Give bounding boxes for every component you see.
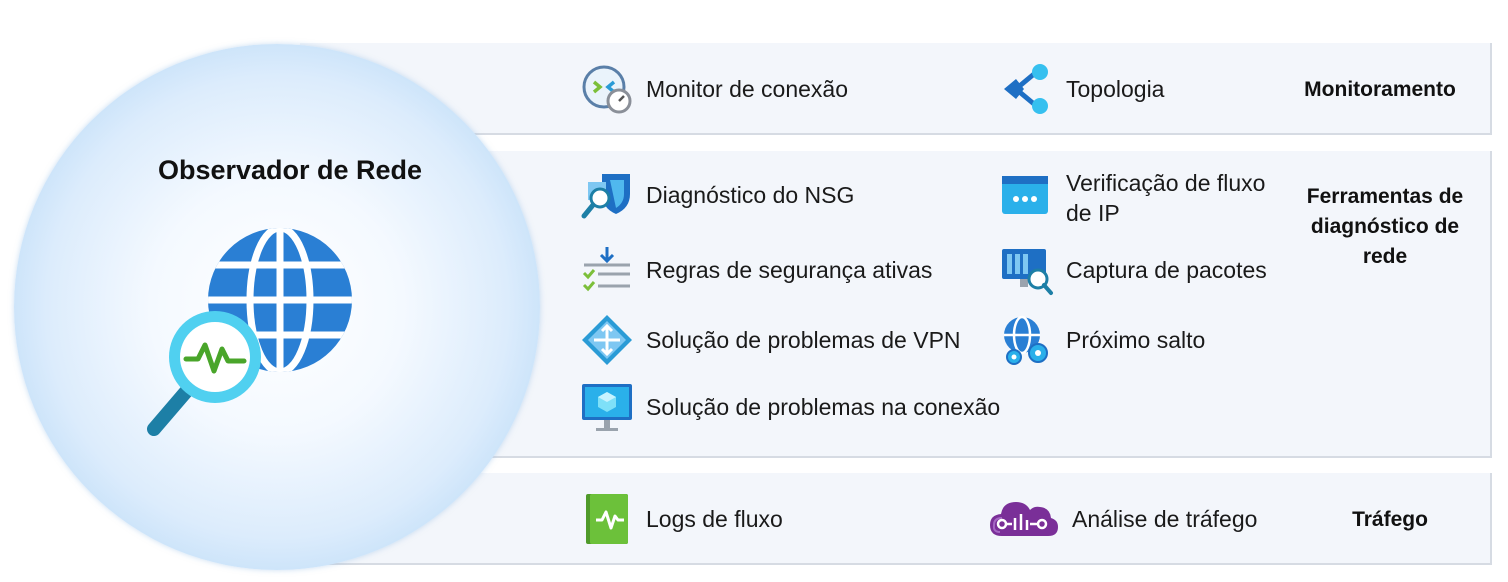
effective-security-rules-tool: Regras de segurança ativas [580, 243, 932, 297]
ip-flow-verify-icon [1000, 168, 1054, 222]
flow-logs-icon [580, 492, 634, 546]
topology-tool: Topologia [1000, 62, 1164, 116]
packet-capture-tool: Captura de pacotes [1000, 243, 1267, 297]
flow-logs-label: Logs de fluxo [646, 506, 783, 532]
effective-security-rules-icon [580, 243, 634, 297]
nsg-diagnostics-label: Diagnóstico do NSG [646, 182, 855, 208]
traffic-analytics-icon [988, 492, 1060, 546]
flow-logs-tool: Logs de fluxo [580, 492, 783, 546]
category-diagnostics: Ferramentas de diagnóstico de rede [1306, 185, 1464, 268]
network-watcher-icon [140, 225, 370, 445]
traffic-analytics-tool: Análise de tráfego [988, 492, 1257, 546]
next-hop-tool: Próximo salto [1000, 313, 1205, 367]
category-monitoring: Monitoramento [1304, 78, 1456, 101]
topology-label: Topologia [1066, 76, 1165, 102]
effective-security-rules-label: Regras de segurança ativas [646, 257, 933, 283]
ip-flow-verify-label: Verificação de fluxo de IP [1066, 170, 1266, 226]
vpn-troubleshoot-tool: Solução de problemas de VPN [580, 313, 961, 367]
next-hop-icon [1000, 313, 1054, 367]
next-hop-label: Próximo salto [1066, 327, 1206, 353]
connection-troubleshoot-label: Solução de problemas na conexão [646, 394, 1001, 420]
topology-icon [1000, 62, 1054, 116]
category-traffic: Tráfego [1352, 508, 1428, 531]
traffic-band [300, 473, 1492, 565]
ip-flow-verify-tool: Verificação de fluxo de IP [1000, 168, 1296, 228]
nsg-diagnostics-tool: Diagnóstico do NSG [580, 168, 854, 222]
connection-monitor-icon [580, 62, 634, 116]
nsg-diagnostics-icon [580, 168, 634, 222]
connection-monitor-label: Monitor de conexão [646, 76, 849, 102]
connection-troubleshoot-tool: Solução de problemas na conexão [580, 380, 1000, 434]
monitoring-band [300, 43, 1492, 135]
traffic-analytics-label: Análise de tráfego [1072, 506, 1258, 532]
vpn-troubleshoot-label: Solução de problemas de VPN [646, 327, 961, 353]
connection-troubleshoot-icon [580, 380, 634, 434]
diagram-title: Observador de Rede [157, 155, 423, 185]
vpn-troubleshoot-icon [580, 313, 634, 367]
connection-monitor-tool: Monitor de conexão [580, 62, 848, 116]
packet-capture-label: Captura de pacotes [1066, 257, 1267, 283]
packet-capture-icon [1000, 243, 1054, 297]
